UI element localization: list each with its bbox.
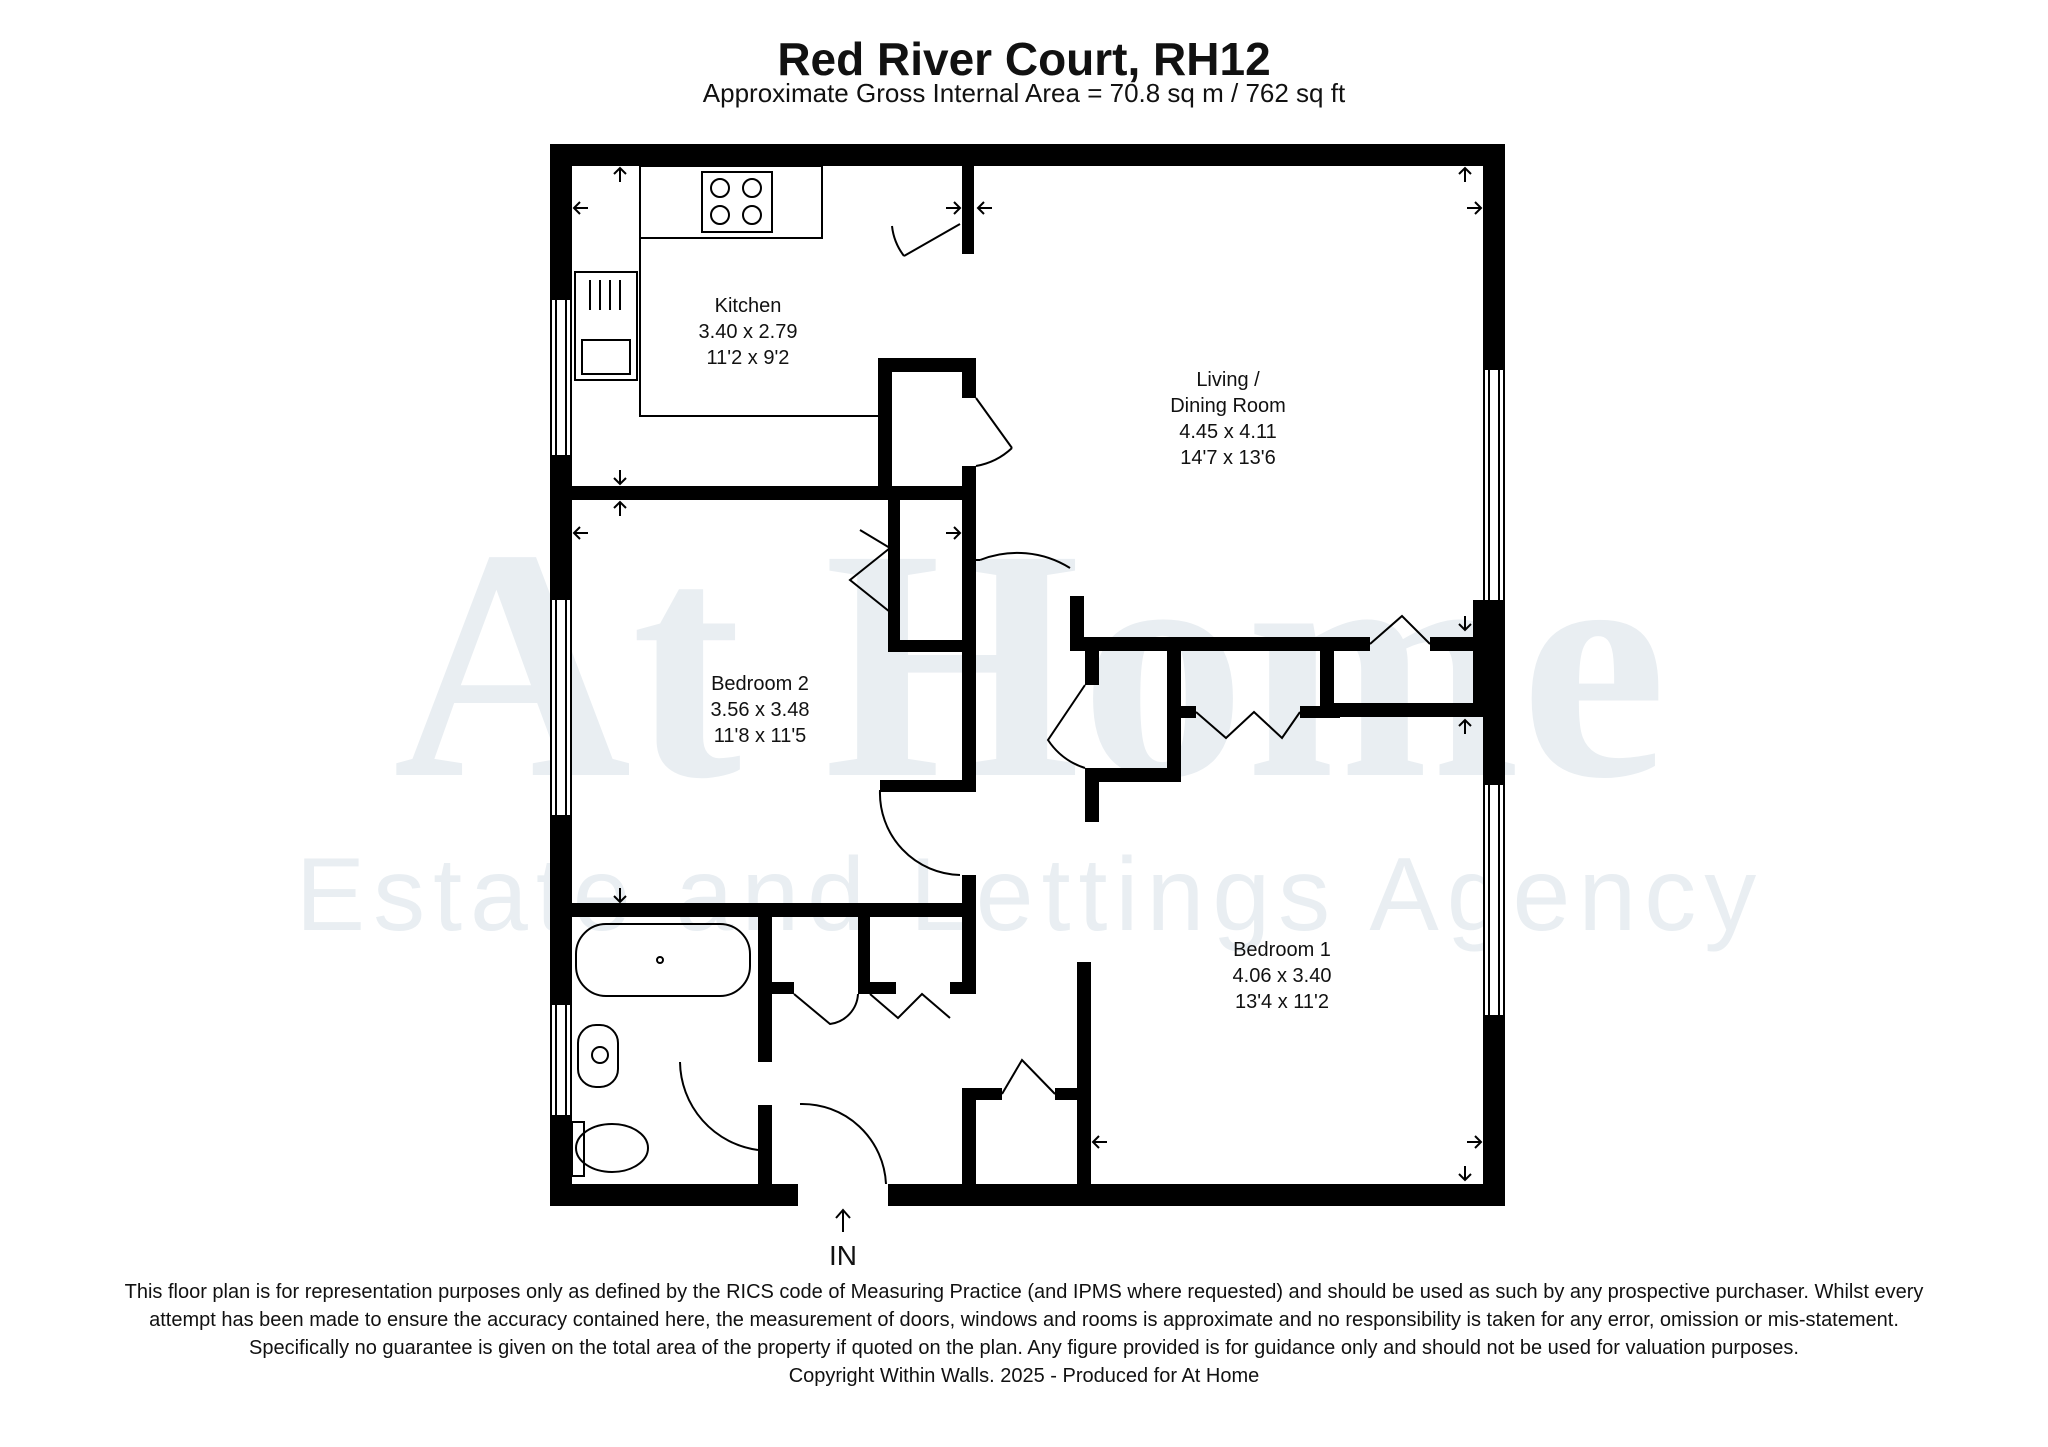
bedroom2-door <box>878 789 961 876</box>
bedroom2-name: Bedroom 2 <box>711 673 809 695</box>
kitchen-counter <box>639 165 823 239</box>
bedroom2-imperial: 11'8 x 11'5 <box>714 725 807 747</box>
disclaimer-text: This floor plan is for representation pu… <box>124 1281 1924 1359</box>
hob-icon <box>701 171 773 233</box>
living-name-line1: Living / <box>1196 369 1260 391</box>
watermark-tagline: Estate and Lettings Agency <box>296 837 1764 953</box>
windows <box>552 300 1503 1115</box>
bedroom1-metric: 4.06 x 3.40 <box>1233 965 1332 987</box>
copyright-text: Copyright Within Walls. 2025 - Produced … <box>788 1365 1260 1387</box>
living-metric: 4.45 x 4.11 <box>1179 421 1276 443</box>
watermark: At Home Estate and Lettings Agency <box>296 482 1764 953</box>
kitchen-store-door <box>891 223 961 257</box>
central-cupboard-door <box>1046 684 1086 769</box>
entrance-arrow-icon <box>835 1208 851 1232</box>
living-door <box>976 551 1071 569</box>
internal-walls <box>570 166 1485 1185</box>
bedroom2-wardrobe-door <box>848 529 891 613</box>
living-imperial: 14'7 x 13'6 <box>1180 447 1276 469</box>
living-name-line2: Dining Room <box>1170 395 1286 417</box>
entrance-door <box>799 1102 887 1185</box>
watermark-brand: At Home <box>393 482 1667 847</box>
sink-icon <box>574 271 638 381</box>
bedroom2-metric: 3.56 x 3.48 <box>711 699 810 721</box>
area-subtitle: Approximate Gross Internal Area = 70.8 s… <box>702 78 1346 108</box>
kitchen-imperial: 11'2 x 9'2 <box>707 347 790 369</box>
bath-cupboard-double-door <box>869 992 951 1020</box>
footer: This floor plan is for representation pu… <box>120 1278 1928 1390</box>
fixtures <box>571 165 878 1177</box>
basin-icon <box>577 1024 619 1088</box>
toilet-icon <box>575 1123 649 1173</box>
bath-cupboard-door <box>793 993 859 1026</box>
room-labels: Kitchen 3.40 x 2.79 11'2 x 9'2 Living / … <box>699 295 1332 1271</box>
bedroom1-name: Bedroom 1 <box>1233 939 1331 961</box>
kitchen-metric: 3.40 x 2.79 <box>699 321 798 343</box>
kitchen-name: Kitchen <box>715 295 782 317</box>
page-title: Red River Court, RH12 <box>777 33 1271 85</box>
bath-icon <box>575 923 751 997</box>
doors <box>679 223 1431 1185</box>
kitchen-cupboard-door <box>975 397 1013 467</box>
entrance-label: IN <box>829 1240 857 1271</box>
bathroom-door <box>679 1061 759 1151</box>
living-wardrobe-door <box>1369 614 1431 645</box>
kitchen-worktop-outline <box>639 166 878 417</box>
bedroom1-wardrobe-door <box>1001 1058 1056 1095</box>
store-double-door <box>1195 710 1301 740</box>
dimension-markers <box>572 166 1483 1232</box>
bedroom1-imperial: 13'4 x 11'2 <box>1235 991 1329 1013</box>
